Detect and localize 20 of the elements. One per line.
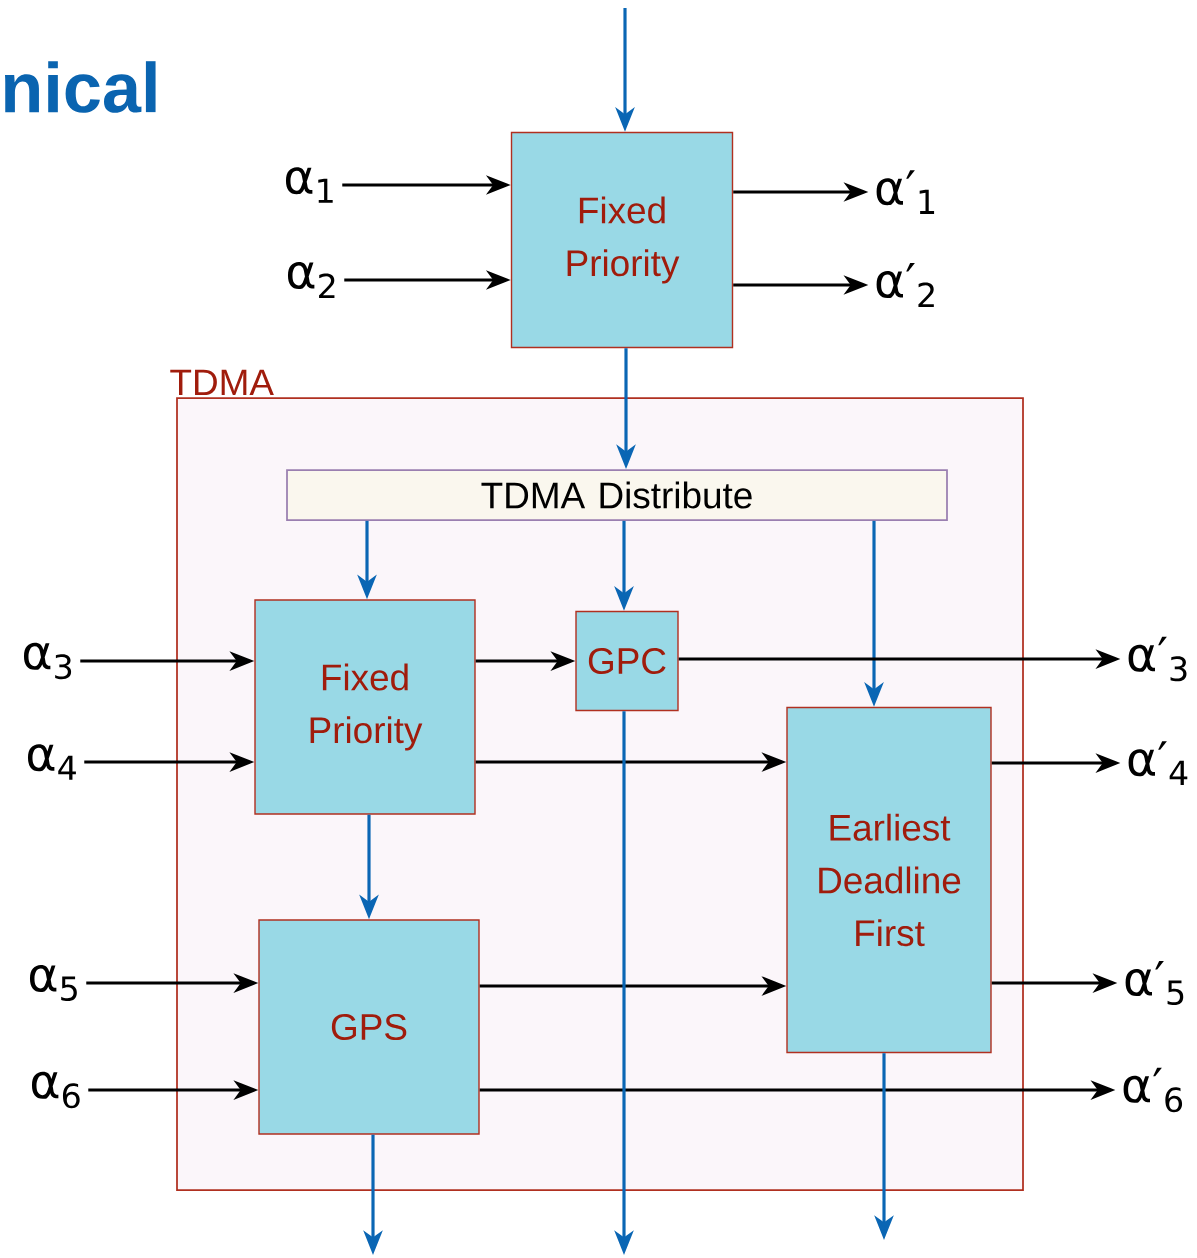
signal-label: α′$_{6}$ [1123,1067,1183,1113]
signal-label: α′$_{1}$ [876,170,935,214]
process-box: Fixed Priority [510,131,734,349]
signal-label: α$_{4}$ [28,744,76,780]
signal-label: α$_{1}$ [286,167,333,203]
process-box: GPS [258,919,480,1135]
signal-label: α′$_{4}$ [1128,741,1188,785]
title: nical [5,61,156,113]
signal-label: α$_{5}$ [30,964,77,1002]
signal-label: α′$_{3}$ [1128,636,1187,682]
process-box: Earliest Deadline First [786,706,992,1054]
signal-label: α′$_{2}$ [876,262,934,308]
signal-label: α$_{6}$ [31,1071,80,1109]
signal-label: α$_{3}$ [24,642,72,680]
process-box: Fixed Priority [254,599,476,815]
distribute-bar: TDMA Distribute [286,469,948,521]
signal-label: α′$_{5}$ [1125,960,1184,1006]
process-box: GPC [575,610,679,712]
signal-label: α$_{2}$ [288,261,335,299]
node-label: TDMA [170,369,274,396]
